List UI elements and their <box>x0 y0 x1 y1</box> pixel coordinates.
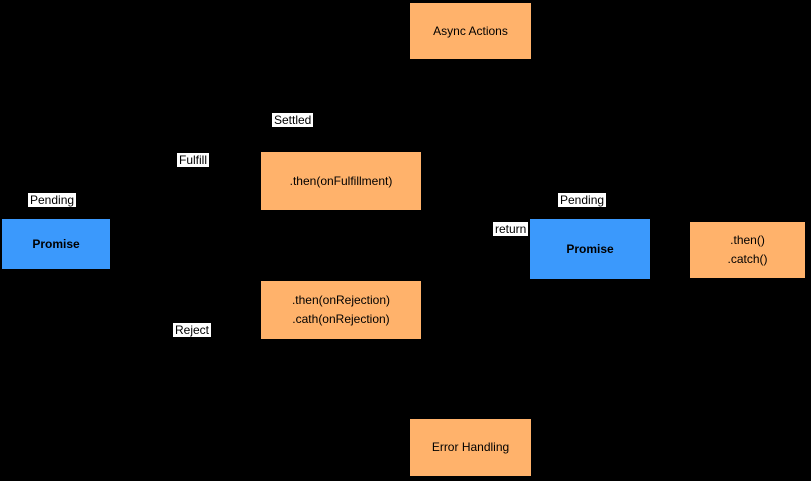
node-promise-right: Promise <box>530 219 650 279</box>
edge-label-fulfill: Fulfill <box>177 153 210 167</box>
node-error-handling-label: Error Handling <box>431 440 510 454</box>
node-async-actions-label: Async Actions <box>433 23 508 38</box>
node-promise-right-label: Promise <box>566 241 614 256</box>
node-then-catch-line2: .catch() <box>727 252 768 266</box>
node-then-catch-line1: .then() <box>730 233 765 247</box>
node-then-onrejection-line2: .cath(onRejection) <box>292 312 390 326</box>
node-async-actions: Async Actions <box>410 3 531 59</box>
edge-label-settled: Settled <box>272 113 314 127</box>
edge-label-reject: Reject <box>173 323 212 337</box>
node-then-onrejection: .then(onRejection) .cath(onRejection) <box>261 281 421 339</box>
node-then-onfulfillment: .then(onFulfillment) <box>261 152 421 210</box>
edge-label-pending-right: Pending <box>558 193 607 207</box>
node-then-onrejection-line1: .then(onRejection) <box>291 293 391 307</box>
edge-label-pending-left: Pending <box>28 193 77 207</box>
node-promise-left: Promise <box>2 219 110 269</box>
edge-label-return: return <box>493 222 529 236</box>
node-error-handling: Error Handling <box>410 419 531 476</box>
node-then-onfulfillment-label: .then(onFulfillment) <box>289 173 393 188</box>
node-then-catch: .then() .catch() <box>690 222 805 278</box>
node-promise-left-label: Promise <box>32 236 80 251</box>
